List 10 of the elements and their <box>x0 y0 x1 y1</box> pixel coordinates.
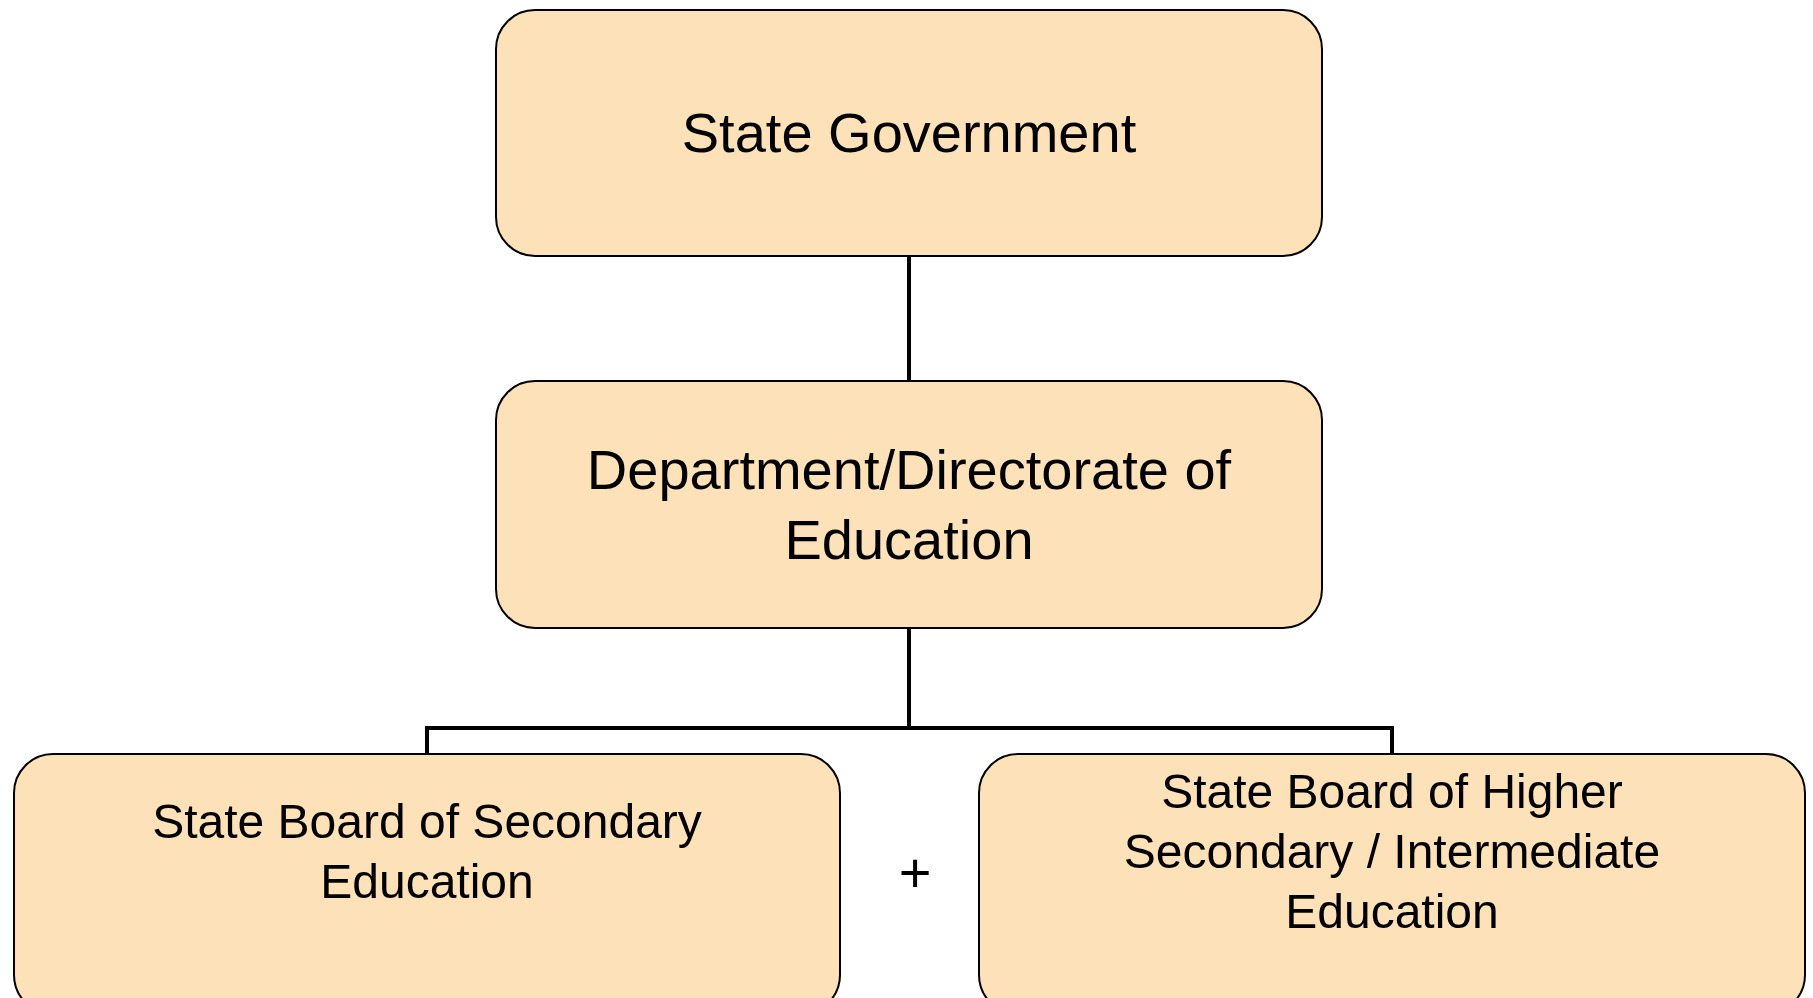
org-box <box>495 9 1323 257</box>
box-label: State Board of Secondary Education <box>151 794 703 910</box>
box-label: State Government <box>681 100 1137 166</box>
box-label: State Board of Higher Secondary / Intermediate Education <box>1122 764 1662 940</box>
org-box <box>495 380 1323 629</box>
plus-sign: + <box>897 845 933 901</box>
org-box <box>13 753 841 998</box>
org-box <box>978 753 1806 998</box>
box-label: Department/Directorate of Education <box>585 436 1233 573</box>
connector-line <box>907 257 911 380</box>
